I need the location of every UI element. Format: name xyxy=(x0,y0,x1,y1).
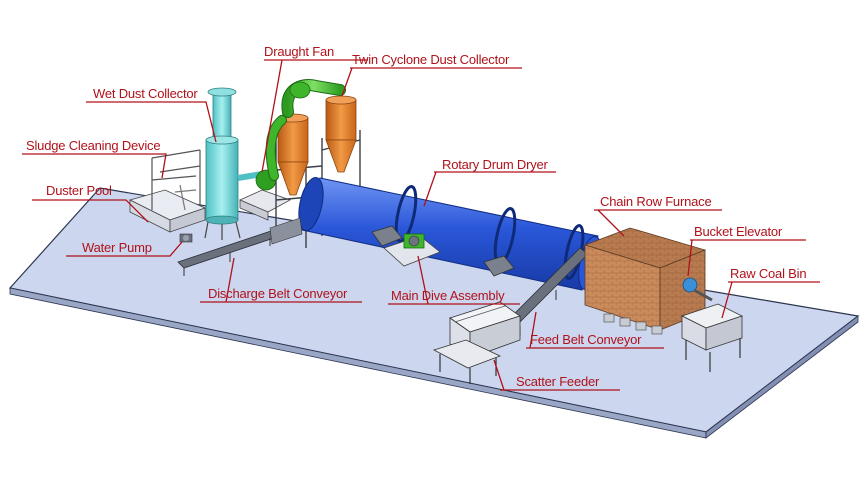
label-main-drive: Main Dive Assembly xyxy=(391,288,505,303)
label-rotary-drum-dryer: Rotary Drum Dryer xyxy=(442,157,548,172)
leader-rotary-drum xyxy=(423,171,556,207)
label-discharge-belt: Discharge Belt Conveyor xyxy=(208,286,348,301)
leader-sludge xyxy=(22,153,167,179)
leader-scatter-feeder xyxy=(493,359,620,391)
label-wet-dust-collector: Wet Dust Collector xyxy=(93,86,198,101)
label-chain-row-furnace: Chain Row Furnace xyxy=(600,194,712,209)
label-water-pump: Water Pump xyxy=(82,240,152,255)
draught-fan xyxy=(265,79,346,181)
leader-water-pump xyxy=(66,241,183,257)
floor-edge-right xyxy=(705,315,859,439)
sludge-cleaning-device xyxy=(151,149,201,211)
bucket-elevator xyxy=(682,277,713,302)
scatter-feeder xyxy=(432,301,521,384)
label-feed-belt: Feed Belt Conveyor xyxy=(530,332,642,347)
fan-platform xyxy=(239,169,291,221)
label-bucket-elevator: Bucket Elevator xyxy=(694,224,783,239)
main-drive-assembly xyxy=(383,233,441,267)
water-pump xyxy=(179,233,193,243)
duster-pool xyxy=(128,189,207,233)
wet-dust-collector xyxy=(204,87,263,240)
leader-draught-fan xyxy=(261,59,368,173)
rotary-drum-dryer xyxy=(298,176,602,291)
leader-discharge-belt xyxy=(200,257,362,303)
raw-coal-bin xyxy=(680,303,744,372)
leader-chain-row xyxy=(594,209,722,237)
label-duster-pool: Duster Pool xyxy=(46,183,112,198)
leader-duster-pool xyxy=(32,199,149,223)
leader-bucket-elevator xyxy=(687,239,806,277)
leader-lines xyxy=(22,59,820,391)
label-scatter-feeder: Scatter Feeder xyxy=(516,374,600,389)
label-sludge-cleaning: Sludge Cleaning Device xyxy=(26,138,161,153)
drum-supports xyxy=(371,225,515,277)
label-draught-fan: Draught Fan xyxy=(264,44,335,59)
leader-raw-coal-bin xyxy=(721,281,820,319)
twin-cyclone-dust-collector xyxy=(277,95,357,196)
label-raw-coal-bin: Raw Coal Bin xyxy=(730,266,807,281)
leader-twin-cyclone xyxy=(341,67,522,97)
label-twin-cyclone: Twin Cyclone Dust Collector xyxy=(352,52,510,67)
leader-wet-dust xyxy=(86,101,217,143)
leader-feed-belt xyxy=(526,311,664,349)
discharge-belt-conveyor xyxy=(177,217,303,276)
leader-main-drive xyxy=(388,255,520,305)
